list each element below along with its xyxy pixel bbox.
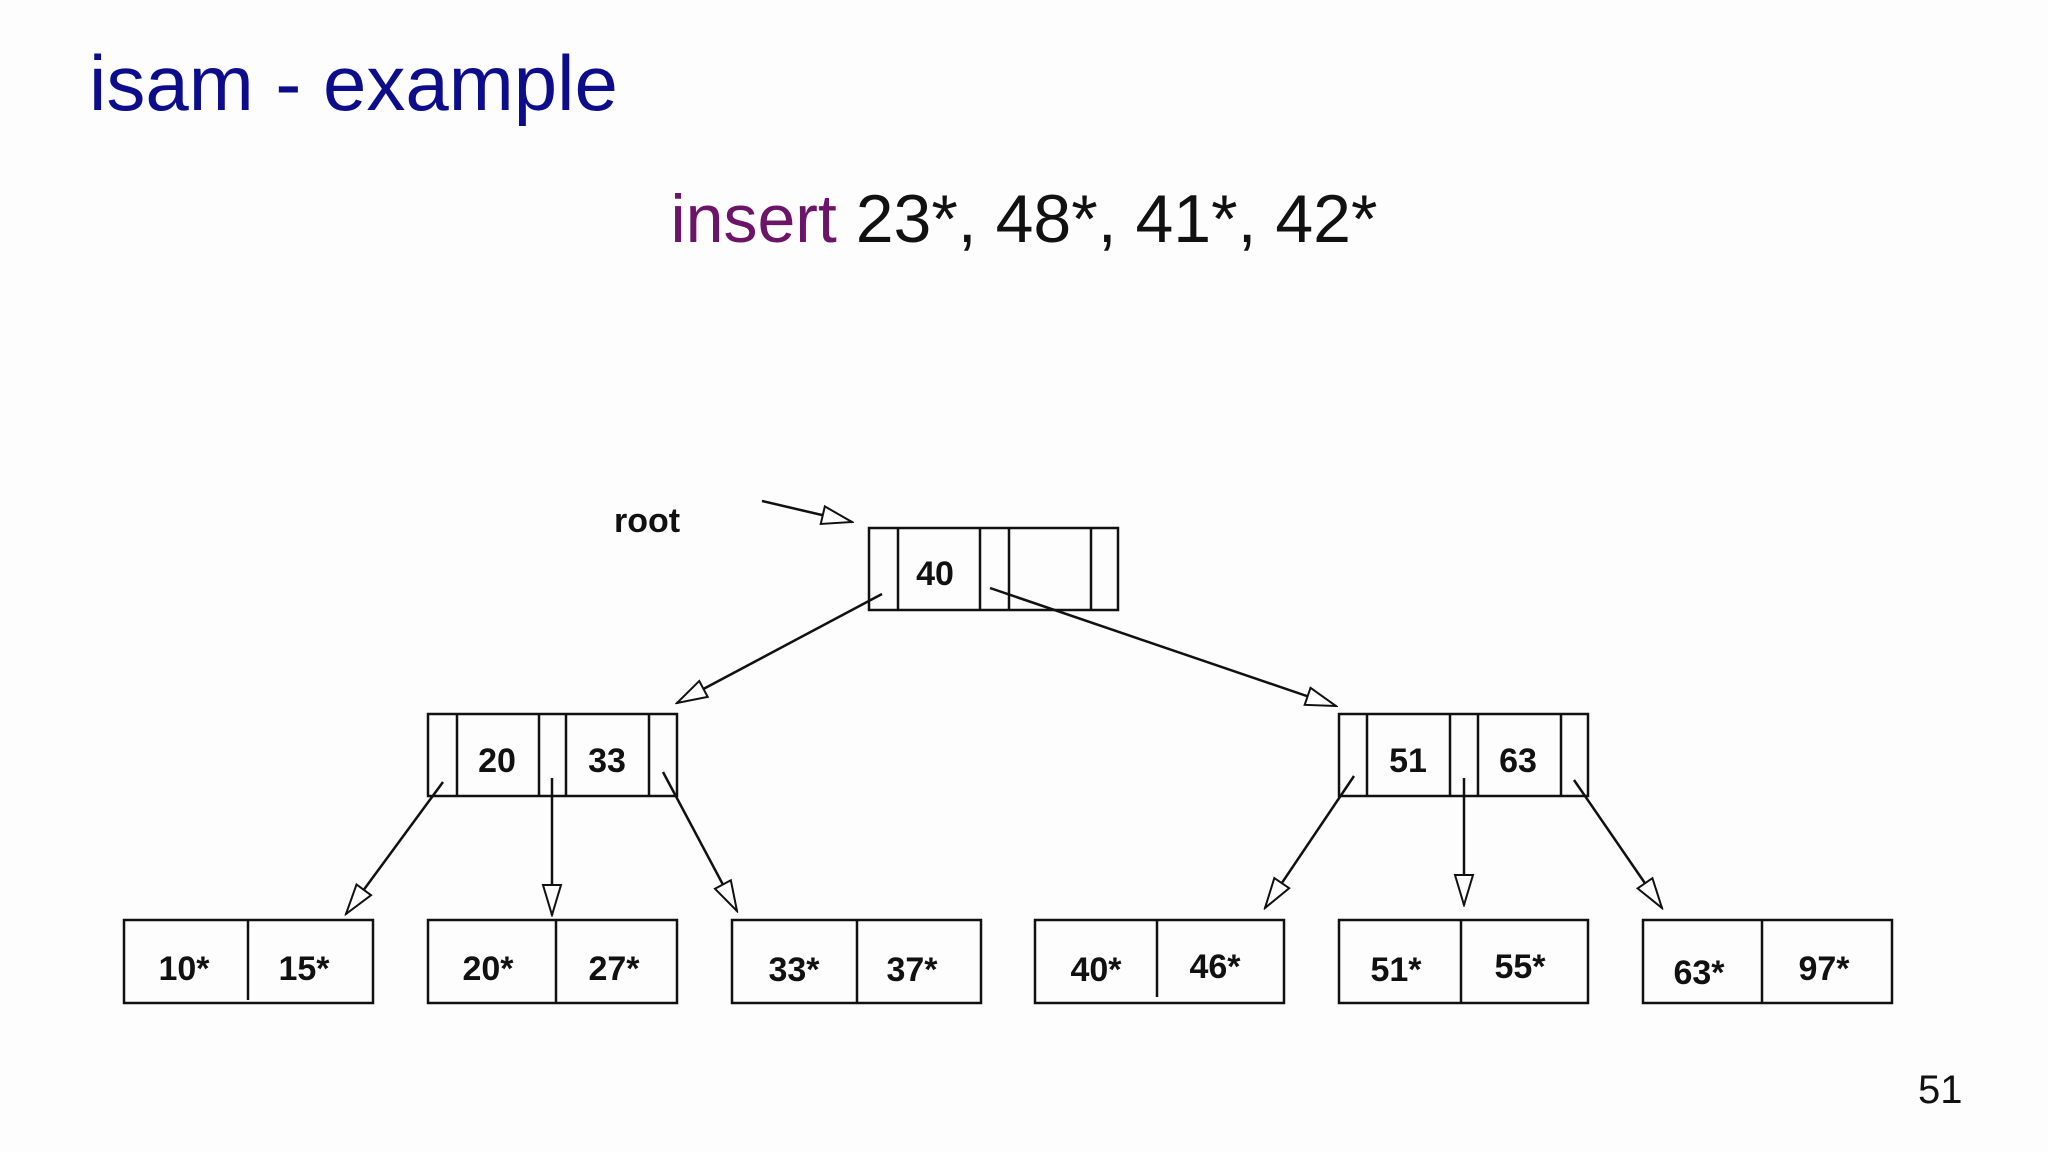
leaf-page-5: 51* 55*: [1337, 918, 1590, 1005]
slide-title: isam - example: [89, 39, 618, 127]
leaf-entry: 33*: [768, 951, 820, 989]
root-label: root: [614, 502, 680, 540]
left-index-key-1: 20: [478, 742, 516, 780]
leaf-page-2: 20* 27*: [426, 918, 679, 1005]
root-key: 40: [916, 555, 954, 593]
right-index-node: 51 63: [1337, 712, 1590, 798]
leaf-page-6: 63* 97*: [1641, 918, 1894, 1005]
leaf-entry: 46*: [1189, 948, 1241, 986]
leaf-entry: 15*: [278, 950, 330, 988]
root-to-left-index-arrow: [677, 592, 883, 703]
left-index-node: 20 33: [426, 712, 679, 798]
subtitle-values: 23*, 48*, 41*, 42*: [855, 181, 1378, 257]
left-index-arrow-3: [661, 771, 737, 911]
left-index-key-2: 33: [588, 742, 626, 780]
leaf-entry: 27*: [588, 950, 640, 988]
leaf-entry: 37*: [886, 951, 938, 989]
right-index-key-1: 51: [1389, 742, 1427, 780]
root-to-right-index-arrow: [989, 586, 1336, 708]
leaf-entry: 55*: [1494, 948, 1546, 986]
root-pointer-arrow: [761, 499, 852, 522]
leaf-entry: 63*: [1673, 954, 1725, 992]
leaf-entry: 10*: [158, 950, 210, 988]
leaf-page-3: 33* 37*: [730, 918, 983, 1005]
leaf-page-4: 40* 46*: [1033, 918, 1286, 1005]
leaf-page-1: 10* 15*: [122, 918, 375, 1005]
leaf-entry: 97*: [1798, 950, 1850, 988]
right-index-arrow-1: [1265, 775, 1356, 908]
right-index-arrow-3: [1572, 779, 1662, 908]
left-index-arrow-1: [346, 781, 445, 914]
right-index-key-2: 63: [1499, 742, 1537, 780]
leaf-entry: 40*: [1070, 951, 1122, 989]
page-number: 51: [1918, 1068, 1963, 1112]
leaf-entry: 51*: [1370, 951, 1422, 989]
root-node: 40: [867, 526, 1120, 612]
subtitle-keyword: insert: [670, 181, 837, 257]
leaf-entry: 20*: [462, 950, 514, 988]
slide-subtitle: insert 23*, 48*, 41*, 42*: [0, 180, 2048, 258]
